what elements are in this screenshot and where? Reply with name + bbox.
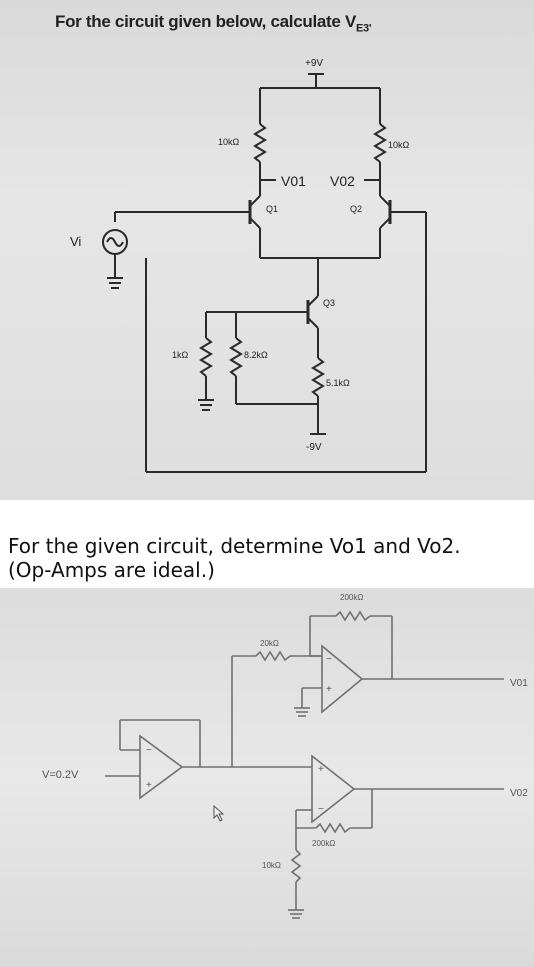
resistor-20k-label: 20kΩ [260,639,279,648]
transistor-q3 [236,295,319,358]
bjt-circuit-diagram: +9V 10kΩ 10kΩ V01 V02 Q1 [70,58,427,473]
cursor-icon [213,804,225,822]
vin-label: V=0.2V [42,769,79,781]
opamp-circuit-diagram: − + V=0.2V 20kΩ − + 200kΩ V01 [42,593,528,919]
opamp-bottom [311,754,356,824]
resistor-re [311,357,325,397]
svg-text:−: − [146,745,152,756]
resistor-rc2-label: 10kΩ [388,140,410,150]
svg-text:−: − [318,804,324,815]
vo1-label: V01 [281,173,306,189]
resistor-rc1 [253,123,267,163]
question-2-line-2: (Op-Amps are ideal.) [8,558,215,582]
resistor-rc2 [373,123,387,163]
transistor-q2 [379,195,427,472]
resistor-1k [199,337,213,377]
resistor-10k-label: 10kΩ [262,861,281,870]
supply-pos-label: +9V [305,58,323,69]
q1-label: Q1 [266,204,278,214]
resistor-1k-label: 1kΩ [172,350,189,360]
vi-label: Vi [70,234,81,249]
transistor-q1 [150,195,261,258]
opamp-top [321,644,364,714]
vo2-output-label: V02 [510,788,528,799]
vo1-output-label: V01 [510,678,528,689]
resistor-200k-bottom-label: 200kΩ [312,839,335,848]
supply-pos-terminal [308,73,324,88]
svg-text:+: + [146,780,152,791]
question-2-line-1: For the given circuit, determine Vo1 and… [8,534,461,558]
resistor-re-label: 5.1kΩ [326,378,350,388]
question-1-heading: For the circuit given below, calculate V… [55,12,372,35]
svg-text:+: + [326,684,332,695]
resistor-8k2 [229,337,243,377]
opamp-buffer [139,734,184,800]
question-2-text-block: For the given circuit, determine Vo1 and… [0,500,534,588]
resistor-8k2-label: 8.2kΩ [244,350,268,360]
svg-text:−: − [326,654,332,665]
question-1-subscript: E3' [356,22,372,35]
resistor-200k-top [335,610,371,622]
resistor-200k-bottom [315,822,351,834]
resistor-rc1-label: 10kΩ [218,137,240,147]
q2-label: Q2 [350,204,362,214]
resistor-20k [255,650,291,662]
vo2-label: V02 [330,173,355,189]
ground-source [107,277,123,289]
opamp-circuit-photo: − + V=0.2V 20kΩ − + 200kΩ V01 [0,588,534,967]
svg-text:+: + [318,764,324,775]
resistor-10k [290,849,302,883]
bjt-circuit-photo: For the circuit given below, calculate V… [0,0,534,500]
supply-neg-label: -9V [306,442,322,453]
resistor-200k-top-label: 200kΩ [340,593,363,602]
q3-label: Q3 [323,298,335,308]
ground-bias [198,399,214,411]
